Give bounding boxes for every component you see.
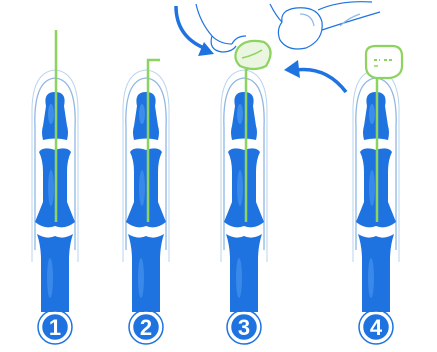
hand-icon [196,2,380,52]
step-number-4: 4 [370,315,383,340]
finger-3 [221,70,267,312]
step-4: 4 [353,46,402,344]
step-1: 1 [32,30,78,344]
step-number-2: 2 [140,315,152,340]
step-3: 3 [176,2,380,344]
step-number-1: 1 [49,315,61,340]
step-2: 2 [123,60,169,344]
pin-cap-icon [366,46,402,78]
pin-cap-icon [235,41,270,69]
finger-2 [123,70,169,312]
curved-arrow-icon [284,60,346,92]
step-number-3: 3 [238,315,250,340]
